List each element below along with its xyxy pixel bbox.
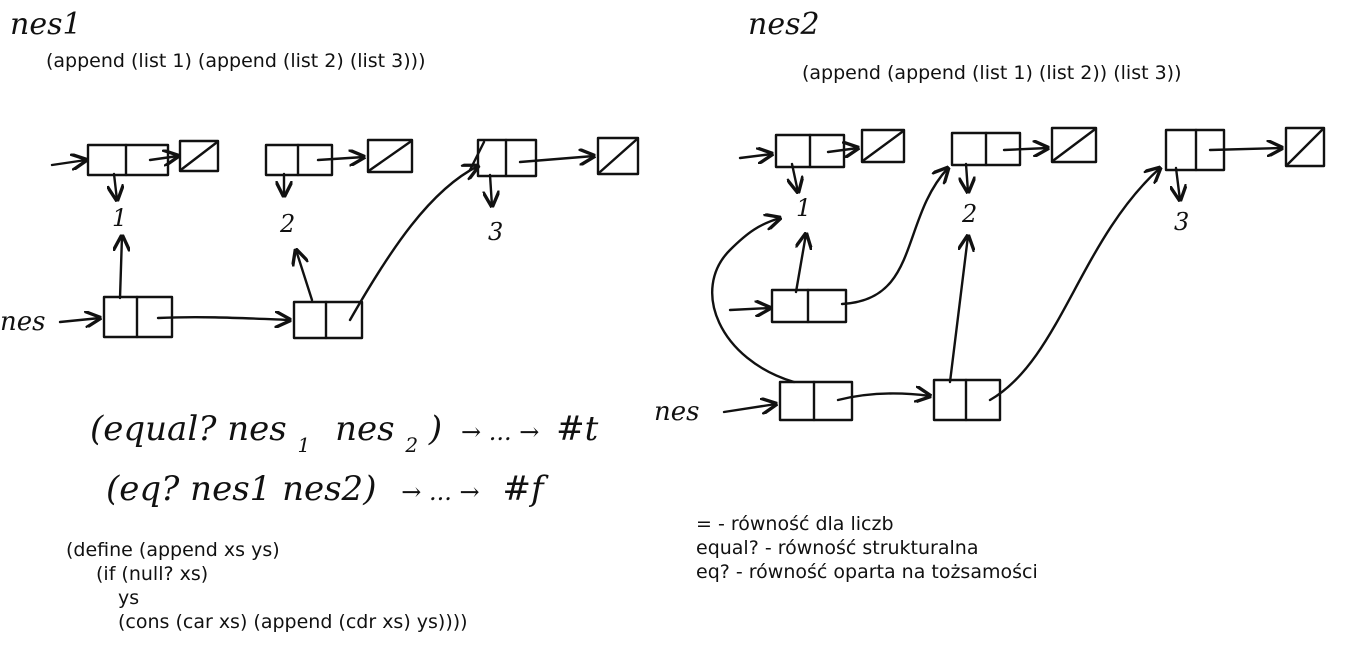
nes2-middle-cell <box>770 288 848 324</box>
nes1-title: nes1 <box>10 7 82 42</box>
nes2-value-1: 1 <box>796 194 811 222</box>
code-line: ys <box>118 587 139 609</box>
equal-second-arg: nes <box>335 409 394 449</box>
eq-comparison-line: (eq? nes1 nes2) → ... → #f <box>106 469 549 509</box>
svg-text:(equal? nes 1 nes: (equal? nes 1 nes 2 ) → ... → #t <box>90 409 599 461</box>
nes2-bottom-cell-2 <box>932 378 1002 422</box>
equal-arrow: → ... → <box>461 418 539 446</box>
list-2-cell <box>264 138 414 177</box>
nes1-bottom-cell-2 <box>292 300 364 340</box>
equal-subscript-2: 2 <box>404 433 418 457</box>
nes2-diagram: nes2 (append (append (list 1) (list 2)) … <box>654 7 1326 427</box>
nes2-value-3: 3 <box>1174 208 1189 236</box>
equal-result: #t <box>556 409 598 449</box>
nes2-expression: (append (append (list 1) (list 2)) (list… <box>802 62 1182 84</box>
svg-text:(eq? nes1 nes2) → ... →: (eq? nes1 nes2) → ... → #f <box>106 469 549 509</box>
code-line: (define (append xs ys) <box>66 539 280 561</box>
nes2-pointer-label: nes <box>654 397 699 427</box>
equal-subscript-1: 1 <box>298 433 311 457</box>
nes2-list-2-cell <box>950 126 1098 167</box>
nes2-list-1-cell <box>738 128 906 169</box>
equal-close-paren: ) <box>428 409 442 449</box>
code-line: (if (null? xs) <box>96 563 208 585</box>
nes2-title: nes2 <box>748 7 820 42</box>
nes2-bottom-cell-1 <box>778 380 854 422</box>
eq-arrow: → ... → <box>401 478 479 506</box>
nes1-value-1: 1 <box>112 204 127 232</box>
eq-expression: (eq? nes1 nes2) <box>106 469 376 509</box>
equal-comparison-line: (equal? nes 1 nes 2 ) → ... → #t <box>90 409 599 461</box>
nes1-pointer-label: nes <box>0 307 45 337</box>
nes2-value-2: 2 <box>961 200 977 228</box>
note-line: equal? - równość strukturalna <box>696 537 978 559</box>
note-line: eq? - równość oparta na tożsamości <box>696 561 1038 583</box>
list-1-cell <box>50 139 220 177</box>
note-line: = - równość dla liczb <box>696 513 894 535</box>
code-line: (cons (car xs) (append (cdr xs) ys)))) <box>118 611 468 633</box>
nes1-value-2: 2 <box>279 210 295 238</box>
append-definition-code: (define (append xs ys) (if (null? xs) ys… <box>66 539 468 633</box>
nes1-value-3: 3 <box>488 218 503 246</box>
eq-result: #f <box>502 469 548 509</box>
equality-notes: = - równość dla liczb equal? - równość s… <box>696 513 1038 583</box>
equal-expression: (equal? nes <box>90 409 287 449</box>
nes2-list-3-cell <box>1164 126 1326 172</box>
nes1-expression: (append (list 1) (append (list 2) (list … <box>46 50 426 72</box>
list-3-cell <box>468 136 640 178</box>
nes1-diagram: nes1 (append (list 1) (append (list 2) (… <box>0 7 640 340</box>
